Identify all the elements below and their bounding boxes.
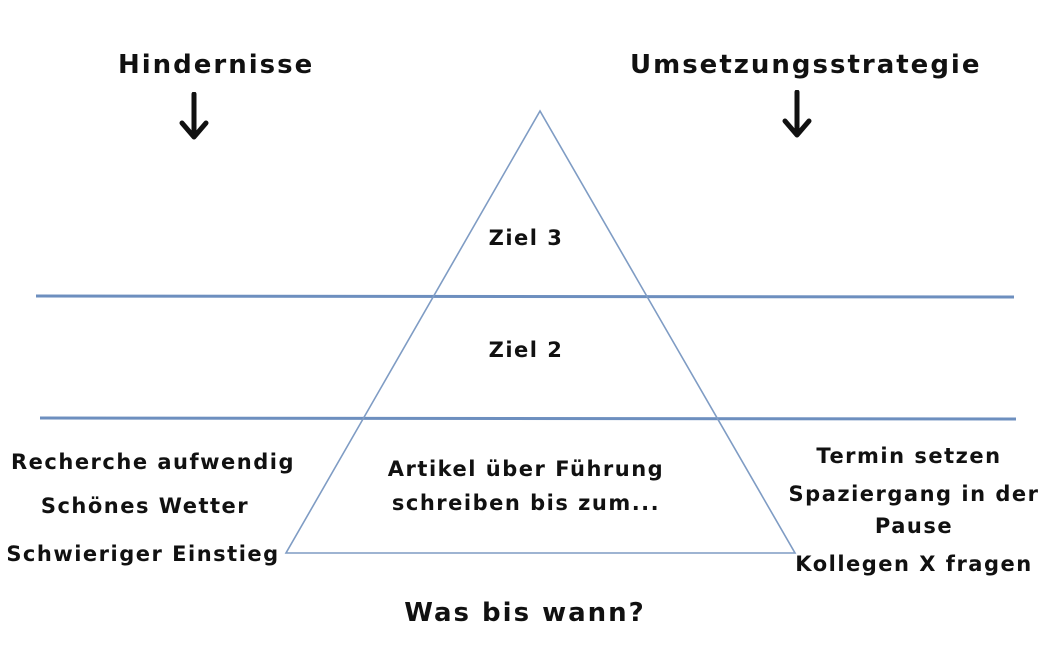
pyramid-triangle bbox=[284, 109, 797, 554]
bottom-question: Was bis wann? bbox=[404, 598, 646, 628]
arrow-down-icon bbox=[179, 92, 209, 140]
divider-line-lower bbox=[39, 416, 1017, 421]
strategy-item: Kollegen X fragen bbox=[795, 552, 1033, 576]
level-middle-label: Ziel 2 bbox=[488, 338, 564, 362]
obstacle-item: Schwieriger Einstieg bbox=[6, 542, 280, 566]
level-top-label: Ziel 3 bbox=[488, 226, 564, 250]
divider-line-upper bbox=[35, 294, 1015, 299]
strategy-item: Termin setzen bbox=[816, 444, 1002, 468]
heading-obstacles: Hindernisse bbox=[118, 50, 315, 80]
obstacle-item: Schönes Wetter bbox=[40, 494, 250, 518]
strategy-item: Pause bbox=[874, 514, 954, 538]
level-base-label-line1: Artikel über Führung bbox=[387, 457, 665, 481]
level-base-label-line2: schreiben bis zum... bbox=[391, 491, 661, 515]
strategy-item: Spaziergang in der bbox=[788, 482, 1040, 506]
arrow-down-icon bbox=[782, 90, 812, 138]
heading-strategy: Umsetzungsstrategie bbox=[630, 50, 982, 80]
obstacle-item: Recherche aufwendig bbox=[11, 450, 295, 474]
